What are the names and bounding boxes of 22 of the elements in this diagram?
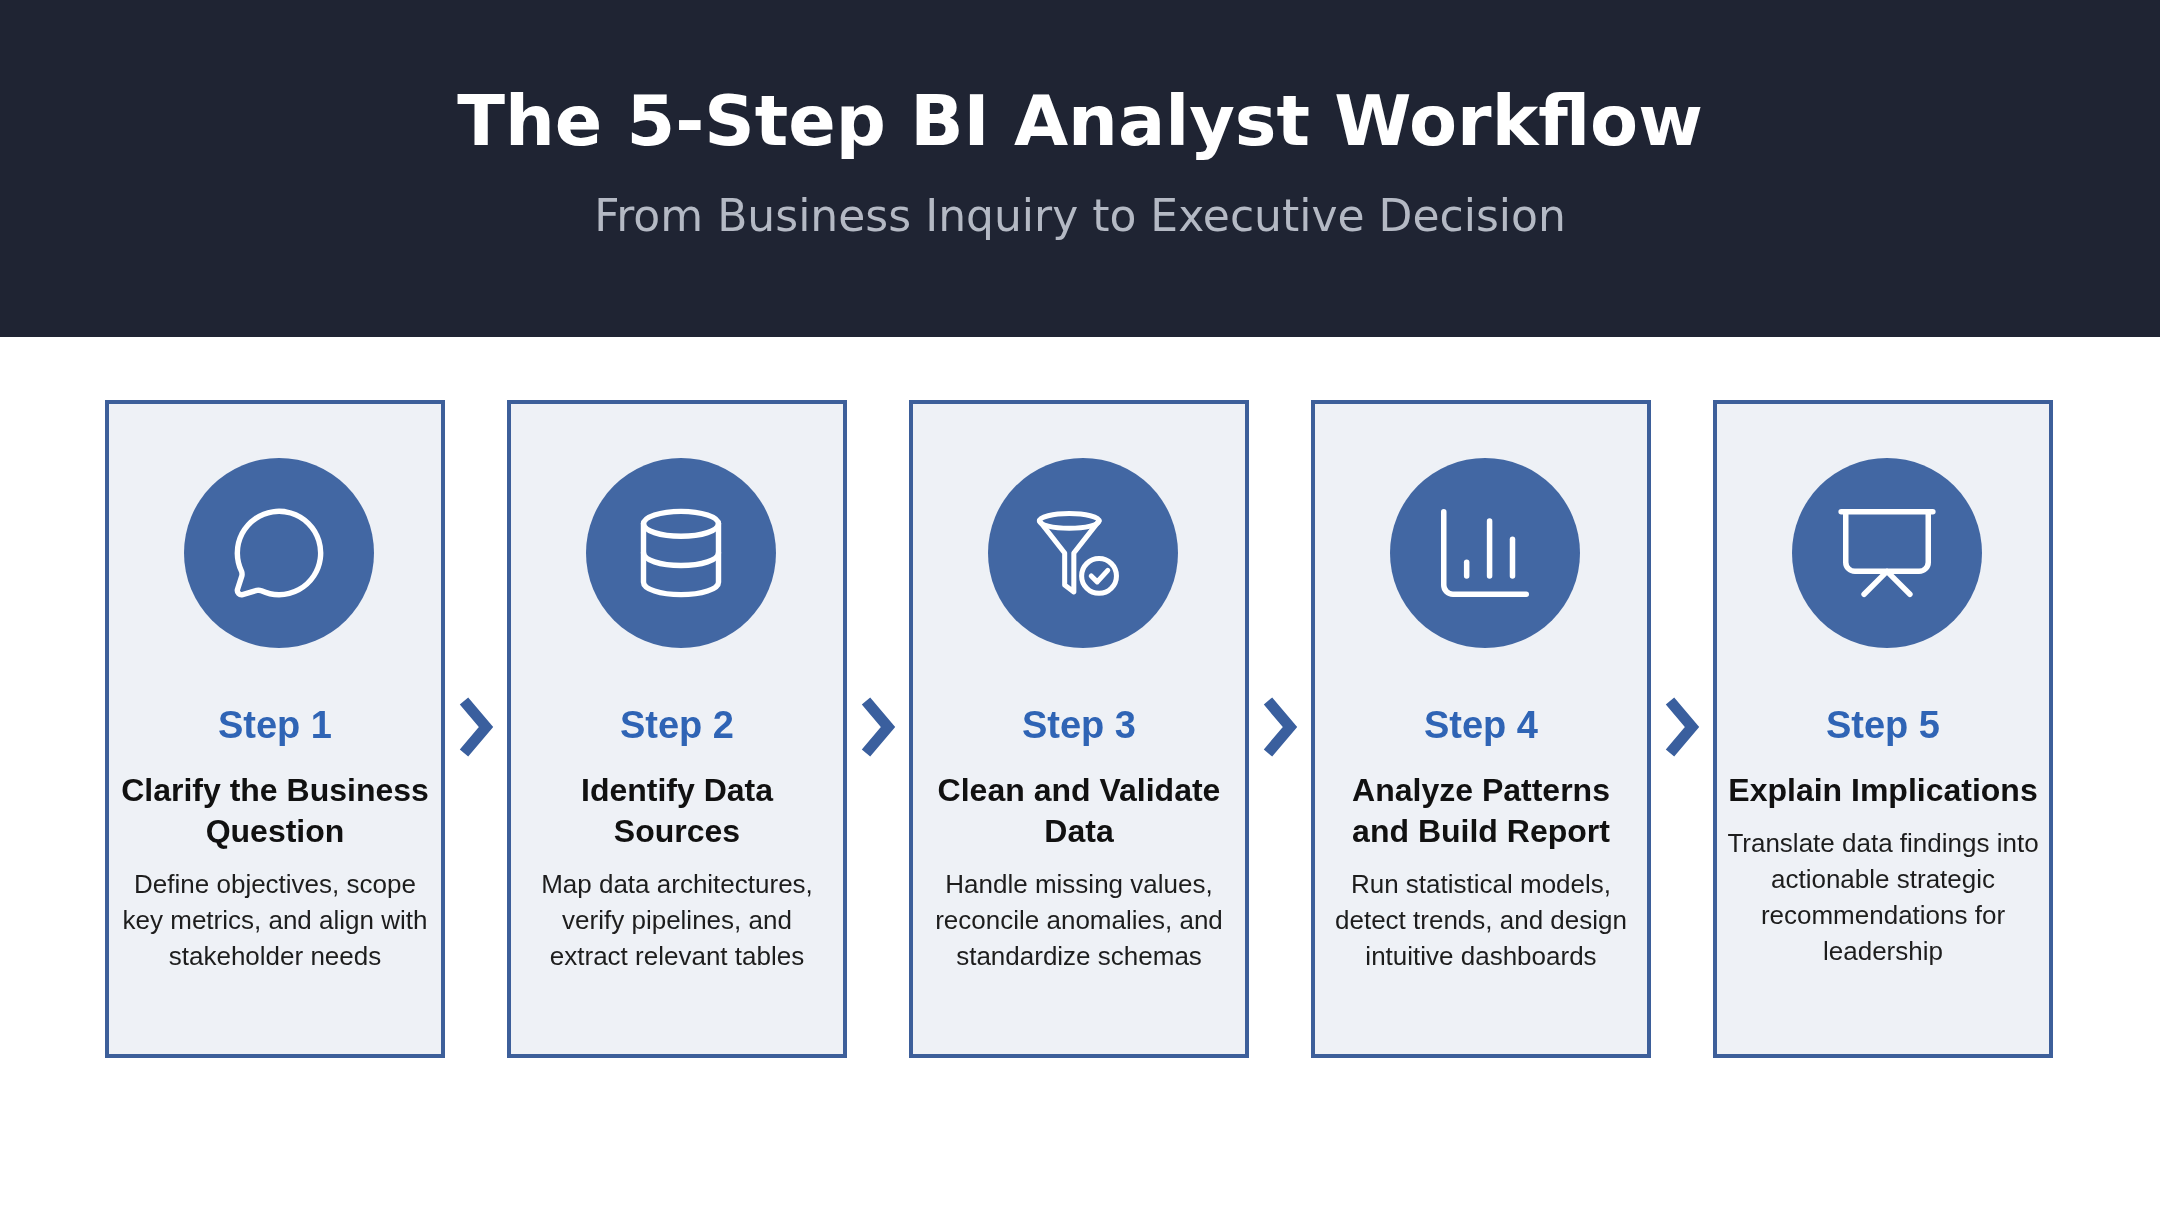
step-title: Explain Implications	[1727, 771, 2039, 810]
step-card	[909, 400, 1249, 1058]
step-description: Define objectives, scope key metrics, and align with stakeholder needs	[121, 868, 429, 973]
title: The 5-Step BI Analyst Workflow	[457, 80, 1703, 162]
step-title: Clarify the Business Question	[120, 771, 430, 851]
step-description: Run statistical models, detect trends, and design intuitive dashboards	[1334, 868, 1628, 973]
step-label: Step 3	[1021, 704, 1136, 747]
step-title: Identify Data Sources	[580, 771, 775, 851]
step-label: Step 5	[1825, 704, 1940, 747]
step-description: Translate data findings into actionable strategic recommendations for leadership	[1727, 827, 2039, 968]
step-card	[1713, 400, 2053, 1058]
step-card	[507, 400, 847, 1058]
subtitle: From Business Inquiry to Executive Decision	[594, 190, 1566, 241]
step-description: Map data architectures, verify pipelines, and extract relevant tables	[540, 868, 814, 973]
step-card	[1311, 400, 1651, 1058]
step-label: Step 2	[619, 704, 734, 747]
step-label: Step 1	[217, 704, 332, 747]
step-title: Analyze Patterns and Build Report	[1351, 771, 1611, 851]
step-card	[105, 400, 445, 1058]
step-title: Clean and Validate Data	[936, 771, 1222, 851]
step-label: Step 4	[1423, 704, 1538, 747]
step-description: Handle missing values, reconcile anomalies, and standardize schemas	[934, 868, 1224, 973]
